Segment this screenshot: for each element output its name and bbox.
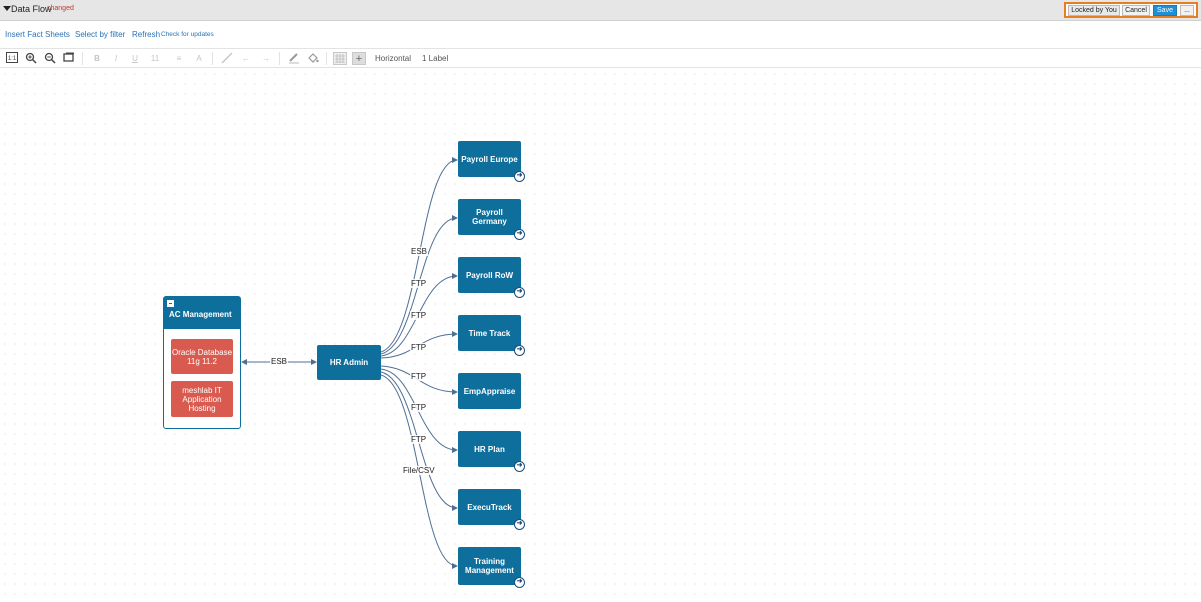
svg-text:1:1: 1:1 — [8, 56, 17, 62]
node-executrack[interactable]: ExecuTrack — [458, 489, 521, 525]
label-count[interactable]: 1 Label — [422, 54, 449, 63]
arrow-right-icon[interactable]: → — [262, 54, 270, 63]
collapse-caret-icon[interactable] — [3, 6, 11, 11]
line-icon[interactable] — [220, 52, 234, 65]
refresh-link[interactable]: Refresh — [132, 30, 161, 39]
lock-controls: Locked by You Cancel Save ... — [1064, 2, 1198, 18]
panel-title[interactable]: Data Flow — [11, 4, 52, 14]
edge-label-file-csv: File/CSV — [402, 466, 436, 475]
node-payroll-germany[interactable]: Payroll Germany — [458, 199, 521, 235]
select-by-filter-link[interactable]: Select by filter — [75, 30, 126, 39]
node-training-management[interactable]: Training Management — [458, 547, 521, 585]
diagram-toolbar: 1:1 B I U 11 ≡ A ← → + Horizontal 1 Labe… — [0, 48, 1201, 68]
arrow-right-circle-icon[interactable]: ➜ — [514, 345, 525, 356]
refresh-hint: Check for updates — [161, 31, 214, 38]
arrow-right-circle-icon[interactable]: ➜ — [514, 287, 525, 298]
text-color-icon[interactable]: A — [196, 54, 202, 63]
edge-label: FTP — [410, 279, 428, 288]
arrow-right-circle-icon[interactable]: ➜ — [514, 461, 525, 472]
bold-icon[interactable]: B — [94, 54, 100, 63]
collapse-icon[interactable] — [167, 300, 174, 307]
font-size-value[interactable]: 11 — [150, 54, 160, 63]
insert-fact-sheets-link[interactable]: Insert Fact Sheets — [5, 30, 70, 39]
grid-icon[interactable] — [333, 52, 347, 65]
actions-row: Insert Fact Sheets Select by filter Refr… — [0, 28, 1201, 42]
italic-icon[interactable]: I — [114, 54, 118, 63]
fit-icon[interactable]: 1:1 — [5, 52, 19, 65]
layout-mode[interactable]: Horizontal — [375, 54, 412, 63]
container-title: AC Management — [169, 310, 232, 319]
arrow-right-circle-icon[interactable]: ➜ — [514, 577, 525, 588]
arrow-right-circle-icon[interactable]: ➜ — [514, 229, 525, 240]
edge-label: FTP — [410, 311, 428, 320]
node-empappraise[interactable]: EmpAppraise — [458, 373, 521, 409]
title-bar: Data Flow changed Locked by You Cancel S… — [0, 0, 1201, 21]
edge-label: FTP — [410, 372, 428, 381]
changed-badge: changed — [47, 5, 74, 12]
toolbar-separator — [82, 52, 83, 65]
cancel-button[interactable]: Cancel — [1122, 5, 1150, 16]
pen-icon[interactable] — [287, 52, 301, 65]
more-button[interactable]: ... — [1180, 5, 1194, 16]
edge-payroll-europe[interactable] — [380, 157, 458, 353]
window-icon[interactable] — [62, 52, 76, 65]
edge-label-esb: ESB — [270, 357, 289, 366]
fill-icon[interactable] — [306, 52, 320, 65]
child-node-meshlab[interactable]: meshlab IT Application Hosting — [171, 381, 233, 417]
node-time-track[interactable]: Time Track — [458, 315, 521, 351]
save-button[interactable]: Save — [1153, 5, 1177, 16]
arrow-right-circle-icon[interactable]: ➜ — [514, 519, 525, 530]
child-node-oracle[interactable]: Oracle Database 11g 11.2 — [171, 339, 233, 374]
locked-by-you-button[interactable]: Locked by You — [1068, 5, 1120, 16]
edge-label: FTP — [410, 343, 428, 352]
edge-label: FTP — [410, 403, 428, 412]
node-payroll-row[interactable]: Payroll RoW — [458, 257, 521, 293]
plus-icon[interactable]: + — [352, 52, 366, 65]
container-header: AC Management — [164, 297, 240, 329]
arrow-right-circle-icon[interactable]: ➜ — [514, 171, 525, 182]
arrow-left-icon[interactable]: ← — [242, 54, 250, 63]
edge-label: FTP — [410, 435, 428, 444]
align-icon[interactable]: ≡ — [176, 54, 182, 63]
zoom-in-icon[interactable] — [24, 52, 38, 65]
zoom-out-icon[interactable] — [43, 52, 57, 65]
ac-management-container[interactable]: AC Management Oracle Database 11g 11.2 m… — [163, 296, 241, 429]
toolbar-separator — [326, 52, 327, 65]
hub-node-hr-admin[interactable]: HR Admin — [317, 345, 381, 380]
node-hr-plan[interactable]: HR Plan — [458, 431, 521, 467]
edge-label: ESB — [410, 247, 429, 256]
toolbar-separator — [279, 52, 280, 65]
node-payroll-europe[interactable]: Payroll Europe — [458, 141, 521, 177]
underline-icon[interactable]: U — [132, 54, 138, 63]
toolbar-separator — [212, 52, 213, 65]
